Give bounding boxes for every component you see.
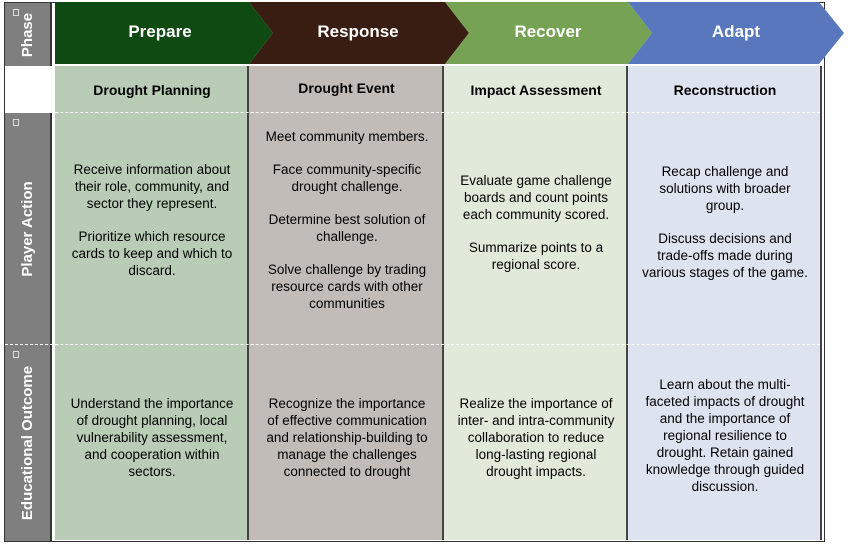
row-label-player-action-text: Player Action — [19, 181, 37, 276]
action-text: Discuss decisions and trade-offs made du… — [642, 231, 808, 280]
row-marker-icon — [13, 351, 19, 358]
row-label-player-action-line: Player Action — [18, 181, 36, 277]
action-text: Evaluate game challenge boards and count… — [460, 173, 612, 222]
phase-label-response: Response — [317, 22, 399, 41]
action-text: Prioritize which resource cards to keep … — [71, 229, 233, 278]
phase-arrow-response — [249, 2, 469, 64]
row-label-educational-outcome: Educational Outcome — [5, 345, 52, 541]
phase-label-prepare: Prepare — [128, 22, 192, 41]
row-marker-icon — [13, 119, 19, 126]
row-label-phase-text: Phase — [18, 12, 36, 57]
phase-arrow-adapt — [628, 2, 844, 64]
outcome-response: Recognize the importance of effective co… — [266, 396, 428, 479]
row-marker-icon — [13, 9, 19, 16]
subheader-reconstruction: Reconstruction — [673, 82, 777, 98]
row-divider — [5, 344, 820, 345]
subheader-impact-assessment: Impact Assessment — [470, 82, 602, 98]
outcome-recover: Realize the importance of inter- and int… — [457, 396, 615, 479]
outcome-adapt: Learn about the multi-faceted impacts of… — [645, 377, 805, 494]
action-text: Solve challenge by trading resource card… — [267, 262, 427, 311]
row-label-player-action: Player Action — [5, 113, 52, 345]
subheader-drought-planning: Drought Planning — [93, 82, 211, 98]
player-action-adapt: Recap challenge and solutions with broad… — [642, 163, 808, 281]
player-action-prepare: Receive information about their role, co… — [66, 161, 238, 279]
phase-arrow-prepare — [55, 2, 273, 64]
column-recover — [444, 66, 628, 540]
column-response — [249, 66, 444, 540]
phase-arrows — [55, 2, 844, 64]
row-label-phase: Phase — [5, 3, 52, 66]
subheader-drought-event: Drought Event — [298, 80, 395, 96]
action-text: Face community-specific drought challeng… — [272, 162, 422, 194]
action-text: Summarize points to a regional score. — [468, 240, 604, 272]
row-divider — [5, 112, 820, 113]
column-prepare — [55, 66, 249, 540]
row-label-educational-outcome-line: Educational Outcome — [18, 365, 36, 521]
action-text: Meet community members. — [265, 129, 429, 144]
phase-arrow-recover — [445, 2, 652, 64]
outcome-prepare: Understand the importance of drought pla… — [70, 396, 234, 479]
column-adapt — [628, 66, 822, 540]
row-label-educational-outcome-text: Educational Outcome — [19, 366, 37, 520]
action-text: Recap challenge and solutions with broad… — [659, 164, 791, 213]
action-text: Determine best solution of challenge. — [268, 212, 426, 244]
phase-label-adapt: Adapt — [711, 22, 761, 41]
player-action-recover: Evaluate game challenge boards and count… — [456, 172, 616, 273]
player-action-response: Meet community members. Face community-s… — [258, 128, 436, 312]
action-text: Receive information about their role, co… — [73, 162, 231, 211]
phase-label-recover: Recover — [514, 22, 582, 41]
